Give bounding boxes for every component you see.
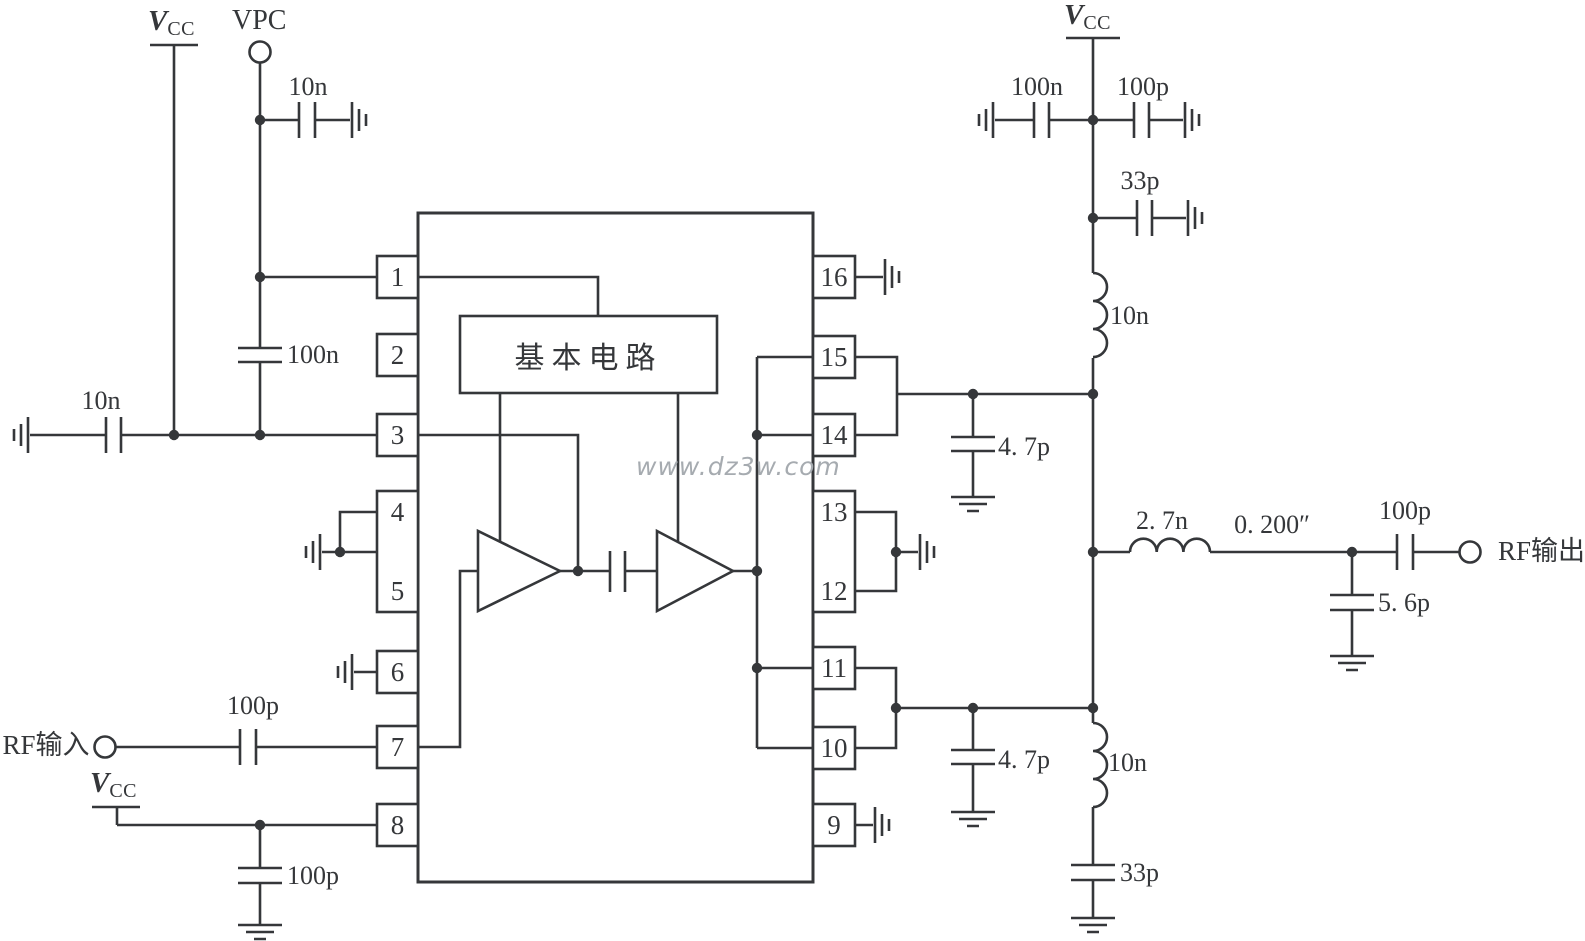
- vcc-bottom-left: [92, 805, 377, 827]
- ground-icon: [873, 807, 891, 843]
- ground-icon: [350, 102, 368, 138]
- ground-icon: [1330, 654, 1374, 672]
- vpc-terminal: [248, 40, 272, 64]
- rf-output-chain: [1093, 534, 1482, 672]
- pin16-ground: [855, 259, 901, 295]
- amplifier-2-icon: [655, 528, 736, 614]
- ground-icon: [1186, 200, 1204, 236]
- pin9-ground: [855, 807, 891, 843]
- ground-icon: [336, 654, 354, 690]
- rf-output-terminal: [1458, 540, 1482, 564]
- ground-icon: [951, 810, 995, 828]
- inductor-2n7-icon: [1128, 537, 1212, 553]
- pin45-ground: [304, 510, 377, 570]
- ground-icon: [12, 417, 30, 453]
- amplifier-1-icon: [476, 528, 563, 614]
- core-block-outline: [458, 314, 719, 395]
- ic-pin-boxes: [375, 254, 857, 848]
- vcc-decoupling-top: [977, 102, 1204, 236]
- ground-icon: [951, 495, 995, 513]
- vcc-right-rail: [1066, 36, 1120, 934]
- ground-icon: [304, 534, 322, 570]
- capacitor-100p-pin8-bypass: [238, 825, 282, 941]
- capacitor-100p-output: [1352, 534, 1459, 570]
- upper-tank: [855, 355, 1093, 513]
- capacitor-100p-rf-input: [116, 729, 377, 765]
- capacitor-10n-vpc-bypass: [260, 102, 368, 138]
- junction-dots: [168, 114, 1358, 831]
- capacitor-33p-lower: [1071, 863, 1115, 918]
- capacitor-5p6: [1330, 552, 1374, 656]
- ground-icon: [1071, 916, 1115, 934]
- pin3-input-line: [12, 417, 377, 453]
- lower-tank: [855, 666, 1093, 828]
- rf-input-terminal: [93, 735, 117, 759]
- ground-icon: [238, 923, 282, 941]
- inductor-10n-upper-icon: [1092, 271, 1109, 359]
- capacitor-100n-vpc-series: [238, 346, 282, 364]
- pin6-ground: [336, 654, 377, 690]
- ground-icon: [977, 102, 995, 138]
- inductor-10n-lower-icon: [1092, 721, 1109, 809]
- vcc-left-rail: [150, 43, 198, 435]
- ground-icon: [918, 534, 936, 570]
- ground-icon: [1183, 102, 1201, 138]
- ground-icon: [883, 259, 901, 295]
- ic-internal-wiring: [418, 275, 813, 750]
